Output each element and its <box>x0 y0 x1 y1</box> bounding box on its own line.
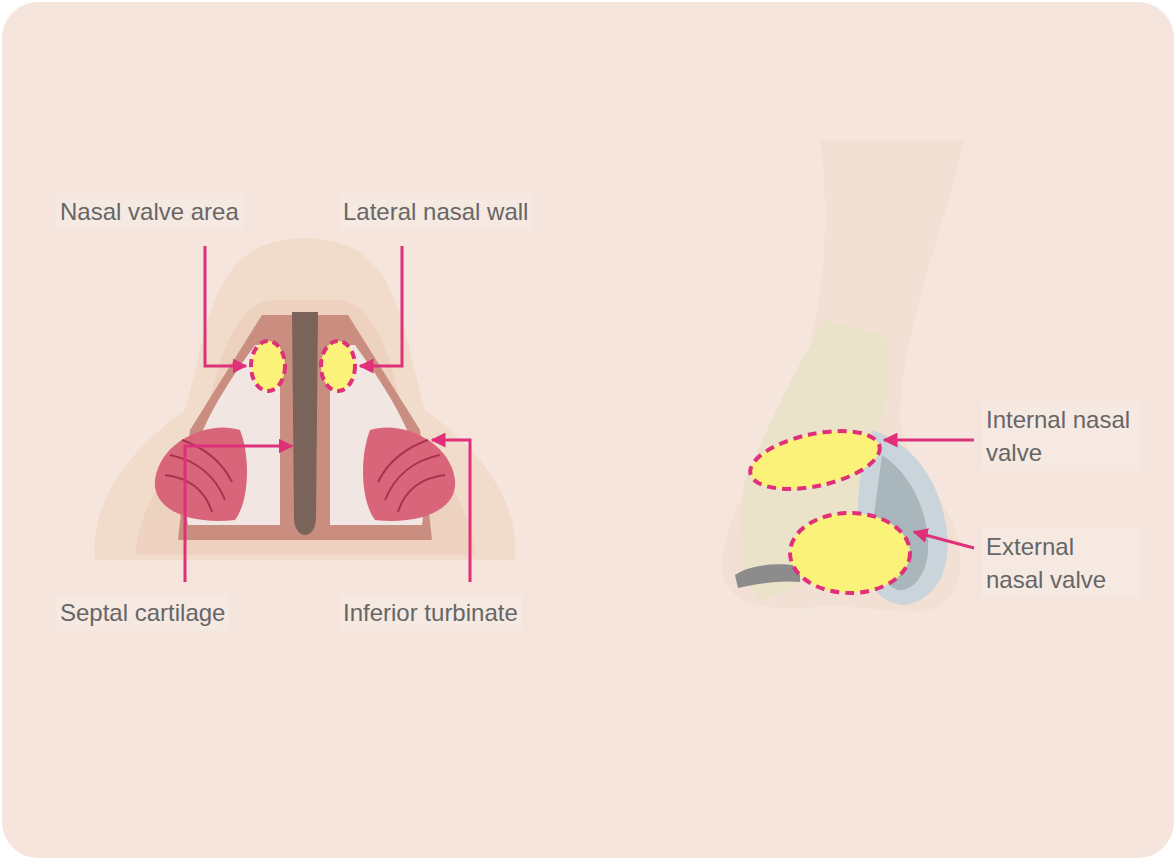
part-label: Inferior turbinate <box>339 594 522 631</box>
part-label: Septal cartilage <box>56 594 229 631</box>
part-label: External nasal valve <box>982 528 1140 598</box>
part-label: Internal nasal valve <box>982 401 1140 471</box>
part-label: Nasal valve area <box>56 193 243 230</box>
leader-lines <box>185 246 974 582</box>
part-label: Lateral nasal wall <box>339 193 532 230</box>
nose-bottom-view <box>95 238 516 560</box>
nose-side-view <box>722 140 965 612</box>
